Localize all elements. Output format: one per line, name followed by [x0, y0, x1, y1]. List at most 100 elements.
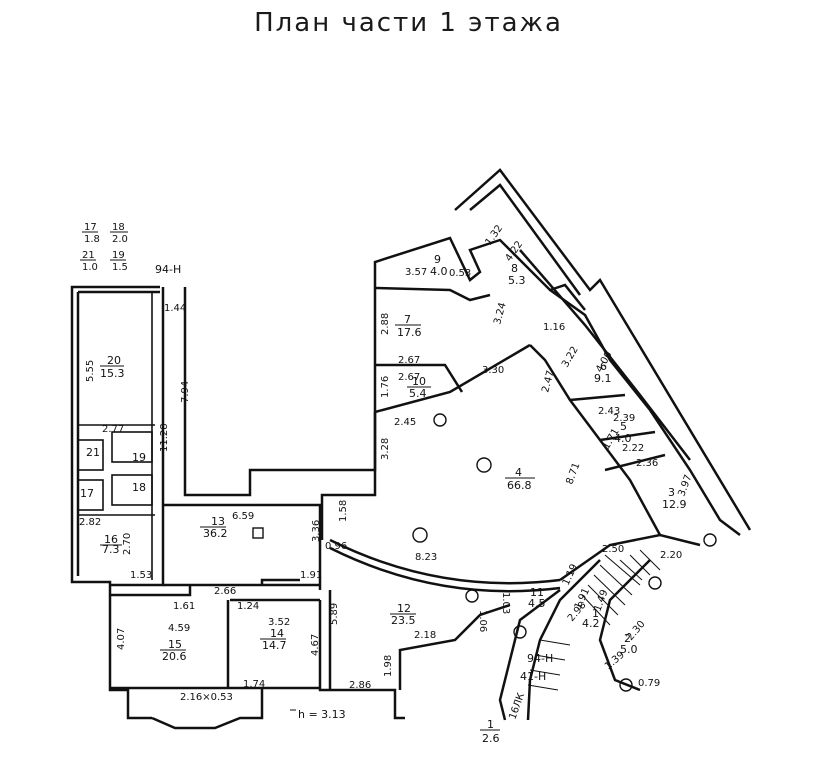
bay-window — [151, 688, 264, 730]
room-10-area: 5.4 — [409, 387, 427, 400]
plan-title: План части 1 этажа — [254, 8, 563, 38]
room-5-area: 4.0 — [614, 432, 632, 445]
room-15-num: 15 — [168, 638, 182, 651]
svg-text:1.98: 1.98 — [383, 655, 394, 677]
svg-text:2.22: 2.22 — [622, 443, 644, 454]
svg-text:1.24: 1.24 — [237, 601, 259, 612]
column — [513, 625, 527, 639]
room-20-area: 15.3 — [100, 367, 125, 380]
room-1-area: 4.2 — [582, 617, 600, 630]
room-4-num: 4 — [515, 466, 522, 479]
svg-text:2.50: 2.50 — [602, 544, 624, 555]
room-5-num: 5 — [620, 420, 627, 433]
svg-text:1.44: 1.44 — [164, 303, 186, 314]
svg-text:6.59: 6.59 — [232, 511, 254, 522]
svg-text:1.61: 1.61 — [173, 601, 195, 612]
room-16-area: 7.3 — [102, 543, 120, 556]
svg-text:2.86: 2.86 — [349, 680, 371, 691]
room-18-num: 18 — [132, 481, 146, 494]
room-14-area: 14.7 — [262, 639, 287, 652]
svg-text:8.23: 8.23 — [415, 552, 437, 563]
svg-text:4.67: 4.67 — [310, 634, 321, 656]
svg-text:1.74: 1.74 — [243, 679, 265, 690]
room-1-num: 1 — [592, 607, 599, 620]
wall-room-12 — [398, 603, 511, 690]
svg-text:2.18: 2.18 — [414, 630, 436, 641]
room-4-area: 66.8 — [507, 479, 532, 492]
svg-text:2.82: 2.82 — [79, 517, 101, 528]
ref-right: 94-Н — [527, 652, 553, 665]
svg-text:1.06: 1.06 — [477, 610, 488, 632]
room-15-area: 20.6 — [162, 650, 187, 663]
room-3-num: 3 — [668, 486, 675, 499]
svg-text:1.91: 1.91 — [300, 570, 322, 581]
column — [252, 527, 264, 539]
svg-text:0.79: 0.79 — [638, 678, 660, 689]
legend-18: 18 — [112, 222, 125, 233]
wc-21 — [77, 439, 104, 471]
svg-text:3.24: 3.24 — [492, 301, 508, 325]
room-9-area: 4.0 — [430, 265, 448, 278]
room-6-num: 6 — [600, 360, 607, 373]
legend-17: 17 — [84, 222, 97, 233]
svg-text:3.30: 3.30 — [482, 365, 504, 376]
ref-bottom: 16ЛК — [507, 692, 527, 721]
svg-text:7.94: 7.94 — [180, 381, 191, 403]
svg-text:2.30: 2.30 — [625, 619, 648, 643]
svg-text:3.97: 3.97 — [676, 473, 694, 498]
room-13-area: 36.2 — [203, 527, 228, 540]
svg-text:1.58: 1.58 — [338, 500, 349, 522]
svg-text:1.16: 1.16 — [543, 322, 565, 333]
svg-text:2.88: 2.88 — [380, 313, 391, 335]
room-12-num: 12 — [397, 602, 411, 615]
room-8-area: 5.3 — [508, 274, 526, 287]
ref-right2: 41-Н — [520, 670, 546, 683]
column — [648, 576, 662, 590]
room-11-area: 4.5 — [528, 597, 546, 610]
room-21-num: 21 — [86, 446, 100, 459]
room-8-num: 8 — [511, 262, 518, 275]
svg-text:2.39: 2.39 — [613, 413, 635, 424]
wall-left-outer — [70, 285, 160, 720]
svg-text:0.53: 0.53 — [449, 268, 471, 279]
room-9-num: 9 — [434, 253, 441, 266]
room-11-num: 11 — [530, 586, 544, 599]
room-10-num: 10 — [412, 375, 426, 388]
column — [619, 678, 633, 692]
svg-text:3.28: 3.28 — [380, 438, 391, 460]
svg-text:1.5: 1.5 — [112, 262, 128, 273]
room-12-area: 23.5 — [391, 614, 416, 627]
svg-text:1.76: 1.76 — [380, 376, 391, 398]
arc-inner — [329, 538, 561, 585]
room-14-num: 14 — [270, 627, 284, 640]
wall-corridor — [183, 287, 377, 497]
wall-room-4 — [320, 412, 377, 540]
room-labels: 20 15.3 21 19 17 18 16 7.3 13 36.2 15 20… — [80, 253, 687, 745]
svg-text:3.57: 3.57 — [405, 267, 427, 278]
svg-text:8.71: 8.71 — [564, 461, 582, 486]
room-17-num: 17 — [80, 487, 94, 500]
room-7-num: 7 — [404, 313, 411, 326]
room-6-area: 9.1 — [594, 372, 612, 385]
svg-text:2.43: 2.43 — [598, 406, 620, 417]
room-7-area: 17.6 — [397, 326, 422, 339]
svg-text:11.28: 11.28 — [159, 423, 170, 452]
legend-21: 21 — [82, 250, 95, 261]
column — [476, 457, 492, 473]
room-3-area: 12.9 — [662, 498, 687, 511]
svg-text:2.67: 2.67 — [398, 355, 420, 366]
room-20-num: 20 — [107, 354, 121, 367]
room-1b-num: 1 — [487, 718, 494, 731]
svg-text:1.53: 1.53 — [130, 570, 152, 581]
wall-outer-diagonal — [454, 168, 752, 531]
room-2-area: 5.0 — [620, 643, 638, 656]
svg-text:1.32: 1.32 — [483, 223, 505, 248]
wc-17 — [77, 479, 104, 511]
area-legend: 17 1.8 18 2.0 21 1.0 19 1.5 — [80, 222, 128, 273]
svg-text:3.36: 3.36 — [311, 520, 322, 542]
room-2-num: 2 — [624, 632, 631, 645]
svg-text:3.22: 3.22 — [560, 345, 581, 370]
legend-19: 19 — [112, 250, 125, 261]
column — [465, 589, 479, 603]
svg-text:4.07: 4.07 — [116, 628, 127, 650]
